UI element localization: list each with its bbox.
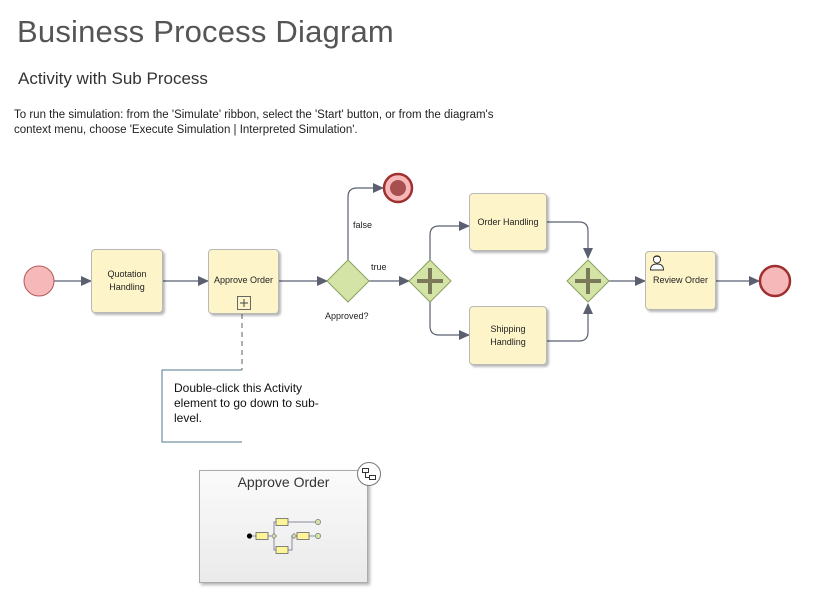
flow-label-false: false [353, 220, 373, 230]
annotation-note: Double-click this Activity element to go… [174, 381, 319, 425]
task-approve-order[interactable]: Approve Order [208, 249, 279, 314]
composite-diagram-icon[interactable] [357, 462, 381, 486]
task-label: Review Order [652, 275, 708, 285]
start-event-icon[interactable] [23, 265, 55, 297]
flow-split-to-shipping[interactable] [429, 302, 470, 340]
flow-false[interactable] [347, 183, 384, 260]
task-label: Order Handling [477, 216, 539, 227]
parallel-gateway-icon[interactable] [408, 259, 452, 303]
end-event-icon[interactable] [758, 264, 792, 298]
user-icon [649, 255, 665, 271]
task-label: Approve Order [213, 275, 274, 285]
gateway-icon[interactable] [326, 259, 370, 303]
gateway-label: Approved? [325, 311, 369, 321]
simulation-instructions: To run the simulation: from the 'Simulat… [14, 109, 494, 136]
page-subtitle: Activity with Sub Process [18, 69, 208, 88]
note-bracket [161, 369, 242, 443]
flow-label-true: true [371, 262, 387, 272]
flow-order-to-join[interactable] [547, 221, 593, 259]
parallel-gateway-icon[interactable] [566, 259, 610, 303]
task-label: Shipping Handling [490, 323, 526, 347]
task-quotation-handling[interactable]: Quotation Handling [91, 249, 163, 313]
thumbnail-title: Approve Order [237, 474, 330, 490]
flow-split-to-order[interactable] [429, 221, 470, 260]
page-title: Business Process Diagram [17, 14, 394, 49]
mini-diagram [246, 518, 321, 554]
flow-shipping-to-join[interactable] [547, 303, 593, 342]
task-label: Quotation Handling [107, 269, 147, 292]
task-shipping-handling[interactable]: Shipping Handling [469, 306, 547, 365]
subprocess-thumbnail[interactable]: Approve Order [199, 462, 381, 583]
task-review-order[interactable]: Review Order [645, 251, 716, 310]
subprocess-marker-icon[interactable] [237, 296, 251, 310]
terminate-event-icon[interactable] [382, 172, 414, 204]
task-order-handling[interactable]: Order Handling [469, 193, 547, 251]
